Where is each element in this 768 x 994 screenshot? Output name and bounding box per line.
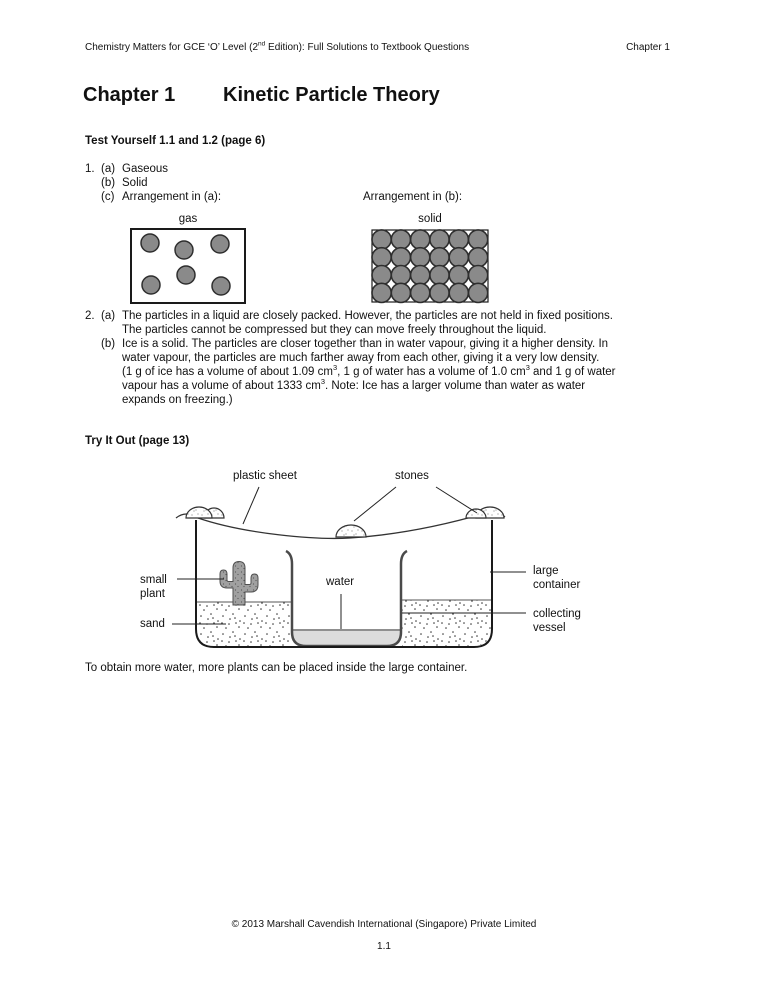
chapter-title: Chapter 1 Kinetic Particle Theory <box>83 84 583 107</box>
label-large-container: large container <box>533 565 581 591</box>
gas-box <box>130 228 246 304</box>
q1a-label: (a) <box>101 163 116 175</box>
water-fill <box>293 630 400 645</box>
stone-left-large <box>185 506 213 519</box>
q1b-label: (b) <box>101 177 116 189</box>
stone-left-small <box>203 507 225 519</box>
section-heading-try-it-out: Try It Out (page 13) <box>85 435 190 447</box>
q2-number: 2. <box>85 310 95 322</box>
solid-box <box>371 229 489 303</box>
stone-right-small <box>465 508 487 519</box>
leader-stones-left <box>353 486 397 522</box>
gas-particles <box>140 233 231 296</box>
q1c-text: Arrangement in (a): <box>122 191 222 203</box>
q2b-line2: water vapour, the particles are much far… <box>122 352 600 364</box>
leader-plastic-sheet <box>242 486 260 525</box>
label-collecting-vessel: collecting vessel <box>533 608 581 634</box>
solid-box-label: solid <box>418 213 442 225</box>
q2b-line4: vapour has a volume of about 1333 cm3. N… <box>122 377 586 392</box>
q2b-line3: (1 g of ice has a volume of about 1.09 c… <box>122 363 616 378</box>
chapter-name: Kinetic Particle Theory <box>223 84 440 106</box>
q2a-line2: The particles cannot be compressed but t… <box>122 324 547 336</box>
q1-number: 1. <box>85 163 95 175</box>
label-stones: stones <box>395 470 429 482</box>
gas-box-label: gas <box>178 213 198 225</box>
header-right: Chapter 1 <box>626 42 670 53</box>
label-water: water <box>326 576 355 588</box>
q2b-label: (b) <box>101 338 116 350</box>
section-heading-test-yourself: Test Yourself 1.1 and 1.2 (page 6) <box>85 135 266 147</box>
q2a-label: (a) <box>101 310 116 322</box>
collecting-vessel-outline <box>285 549 408 648</box>
small-plant-cactus <box>219 560 259 606</box>
sand-left <box>197 602 291 646</box>
header-left: Chemistry Matters for GCE ‘O’ Level (2nd… <box>85 40 470 53</box>
plastic-sheet-line <box>175 511 506 539</box>
q2b-line1: Ice is a solid. The particles are closer… <box>122 338 609 350</box>
label-small-plant: small plant <box>140 574 167 600</box>
q2b-line5: expands on freezing.) <box>122 394 233 406</box>
q1b-text: Solid <box>122 177 148 189</box>
footer-page-number: 1.1 <box>377 941 391 952</box>
note-text: To obtain more water, more plants can be… <box>85 662 468 674</box>
q1a-text: Gaseous <box>122 163 169 175</box>
label-sand: sand <box>140 618 165 630</box>
q2a-line1: The particles in a liquid are closely pa… <box>122 310 613 322</box>
footer-copyright: © 2013 Marshall Cavendish International … <box>231 919 537 930</box>
leader-stones-right <box>435 486 478 514</box>
sand-right <box>402 600 491 646</box>
stone-right-large <box>475 506 505 519</box>
stone-center <box>335 524 367 538</box>
label-plastic-sheet: plastic sheet <box>233 470 297 482</box>
solid-particles <box>371 229 489 304</box>
q1c-text-b: Arrangement in (b): <box>363 191 463 203</box>
q1c-label: (c) <box>101 191 115 203</box>
chapter-number: Chapter 1 <box>83 84 176 106</box>
